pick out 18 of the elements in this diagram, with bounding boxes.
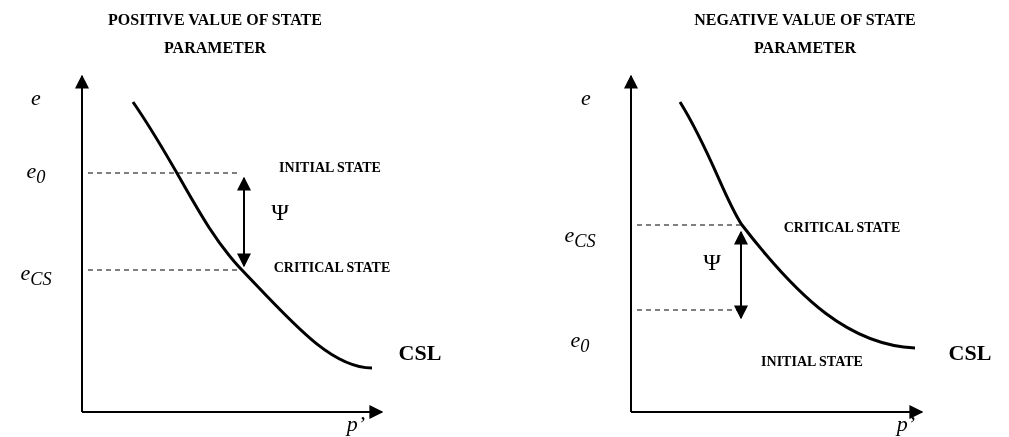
curve-label: CSL <box>398 340 442 366</box>
axis-symbol: e$_{CS}$ <box>20 259 52 291</box>
state-label: INITIAL STATE <box>279 160 381 176</box>
state-label: CRITICAL STATE <box>273 260 391 276</box>
axis-symbol: e$_{0}$ <box>570 326 590 358</box>
curve-label: CSL <box>948 340 992 366</box>
state-parameter-symbol: Ψ <box>703 248 721 276</box>
axis-symbol: e <box>31 85 41 111</box>
panel-title: NEGATIVE VALUE OF STATE PARAMETER <box>693 10 917 58</box>
axis-symbol: e <box>581 85 591 111</box>
state-label: CRITICAL STATE <box>783 220 901 236</box>
axis-symbol: p’ <box>346 411 366 437</box>
panel-title: POSITIVE VALUE OF STATE PARAMETER <box>107 10 323 58</box>
state-label: INITIAL STATE <box>761 354 863 370</box>
state-parameter-symbol: Ψ <box>271 198 289 226</box>
axis-symbol: p’ <box>896 411 916 437</box>
axis-symbol: e$_{CS}$ <box>564 221 596 253</box>
axis-symbol: e$_{0}$ <box>26 157 46 189</box>
